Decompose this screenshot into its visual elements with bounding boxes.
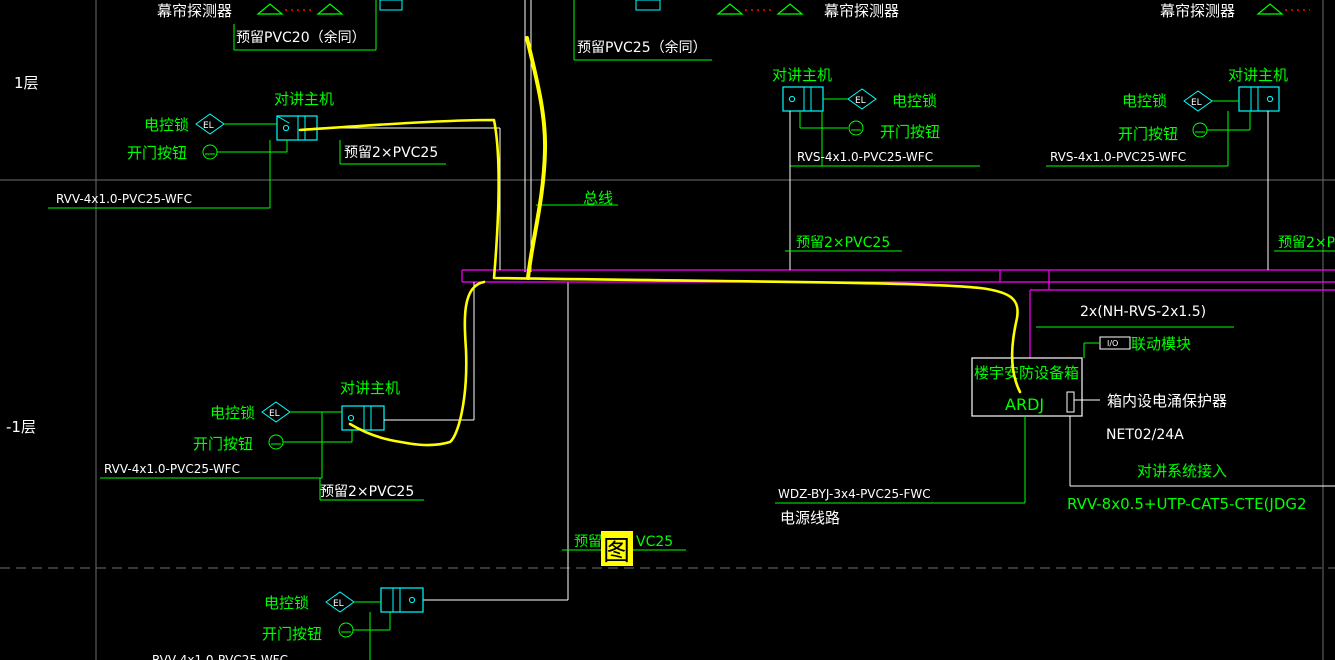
door-button-icon — [338, 622, 354, 638]
intercom-unit-f1-right: 对讲主机 EL 电控锁 开门按钮 RVS-4x1.0-PVC25-WFC 预留2… — [1046, 66, 1335, 270]
intercom-host-label: 对讲主机 — [340, 379, 400, 397]
annotation-bus-stroke — [525, 36, 548, 280]
el-text: EL — [269, 409, 280, 419]
elec-lock-label: 电控锁 — [892, 92, 937, 110]
equipment-box-frame — [971, 357, 1083, 417]
reserve-bottom-tail: VC25 — [636, 534, 673, 550]
wdz-label: WDZ-BYJ-3x4-PVC25-FWC — [778, 487, 931, 501]
elec-lock-label: 电控锁 — [264, 594, 309, 612]
detector-box-icon — [635, 0, 661, 11]
reserve-pvc25-label: 预留PVC25（余同） — [577, 39, 707, 56]
intercom-unit-f1-mid: 对讲主机 EL 电控锁 开门按钮 RVS-4x1.0-PVC25-WFC 预留2… — [772, 66, 980, 270]
el-diamond-icon — [847, 88, 877, 110]
el-text: EL — [333, 599, 344, 609]
reserve-2pvc25-label: 预留2×PVC25 — [796, 235, 890, 251]
detector-triangle-icon — [256, 3, 1284, 15]
annotation-route-stroke — [298, 118, 1022, 394]
bus-bar — [461, 269, 1335, 358]
box-code: ARDJ — [1005, 395, 1044, 414]
intercom-unit-b1: 对讲主机 电控锁 EL 开门按钮 RVV-4x1.0-PVC25-WFC 预留2… — [100, 282, 475, 501]
el-text: EL — [1191, 98, 1202, 108]
bus-label: 总线 — [583, 189, 613, 207]
curtain-detector-label: 幕帘探测器 — [824, 2, 899, 20]
reserve-pvc20-label: 预留PVC20（余同） — [236, 29, 366, 46]
power-line-label: 电源线路 — [780, 509, 840, 527]
detector-box-icon — [379, 0, 403, 11]
curtain-detector-label: 幕帘探测器 — [1160, 2, 1235, 20]
surge-label: 箱内设电涌保护器 — [1107, 392, 1227, 410]
rvs-cable-label: RVS-4x1.0-PVC25-WFC — [797, 150, 933, 164]
linkage-module-label: 联动模块 — [1131, 335, 1191, 353]
bottom-reserve: 预留 VC25 图 — [562, 531, 686, 567]
el-text: EL — [855, 96, 866, 106]
io-text: I/O — [1107, 339, 1118, 348]
curtain-detector-label: 幕帘探测器 — [157, 2, 232, 20]
intercom-host-icon — [380, 587, 424, 613]
figure-mark-badge — [601, 531, 633, 566]
elec-lock-label: 电控锁 — [210, 404, 255, 422]
intercom-host-label: 对讲主机 — [772, 66, 832, 84]
reserve-2pvc25-label: 预留2×PVC25 — [344, 145, 438, 161]
door-button-label: 开门按钮 — [1118, 125, 1178, 143]
door-button-icon — [268, 434, 284, 450]
door-button-label: 开门按钮 — [127, 144, 187, 162]
net-label: NET02/24A — [1106, 427, 1184, 443]
door-button-icon — [202, 144, 218, 160]
intercom-host-icon — [1238, 86, 1280, 112]
el-diamond-icon — [1183, 90, 1213, 112]
floor-label-1: 1层 — [14, 74, 39, 92]
door-button-label: 开门按钮 — [262, 625, 322, 643]
door-button-icon — [1192, 122, 1208, 138]
reserve-bottom-label: 预留 — [574, 534, 602, 550]
intercom-host-label: 对讲主机 — [274, 90, 334, 108]
intercom-unit-f1-left: 对讲主机 电控锁 EL 开门按钮 RVV-4x1.0-PVC25-WFC 预留2… — [48, 90, 501, 270]
rvv-utp-label: RVV-8x0.5+UTP-CAT5-CTE(JDG2 — [1067, 495, 1307, 513]
door-button-icon — [848, 120, 864, 136]
figure-mark-text: 图 — [603, 536, 630, 567]
door-button-label: 开门按钮 — [880, 123, 940, 141]
security-equipment-box: 2x(NH-RVS-2x1.5) I/O 联动模块 楼宇安防设备箱 ARDJ 箱… — [775, 304, 1335, 527]
el-text: EL — [203, 121, 214, 131]
rvs-cable-label: RVS-4x1.0-PVC25-WFC — [1050, 150, 1186, 164]
intercom-host-label: 对讲主机 — [1228, 66, 1288, 84]
rvv-cable-label: RVV-4x1.0-PVC25-WFC — [56, 192, 192, 206]
riser-lines — [423, 0, 569, 601]
elec-lock-label: 电控锁 — [1122, 92, 1167, 110]
annotation-route-stroke-b1 — [348, 280, 486, 447]
rvv-cable-label: RVV-4x1.0-PVC25-WFC — [104, 462, 240, 476]
floor-label-b1: -1层 — [6, 418, 36, 436]
top-strip: 幕帘探测器 幕帘探测器 幕帘探测器 预留PVC20（余同） 预留PVC25（余同… — [157, 0, 1310, 61]
elec-lock-label: 电控锁 — [144, 116, 189, 134]
reserve-2pvc25-label: 预留2×PVC25 — [1278, 235, 1335, 251]
reserve-2pvc25-label: 预留2×PVC25 — [320, 484, 414, 500]
door-button-label: 开门按钮 — [193, 435, 253, 453]
yellow-annotations — [298, 36, 1022, 447]
rvv-cable-label: RVV-4x1.0-PVC25-WFC — [152, 653, 288, 660]
nh-rvs-label: 2x(NH-RVS-2x1.5) — [1080, 304, 1206, 320]
intercom-unit-bottom: 电控锁 EL 开门按钮 RVV-4x1.0-PVC25-WFC — [152, 587, 424, 660]
intercom-access-label: 对讲系统接入 — [1137, 462, 1227, 480]
surge-protector-icon — [1066, 391, 1075, 413]
box-title: 楼宇安防设备箱 — [974, 364, 1079, 382]
